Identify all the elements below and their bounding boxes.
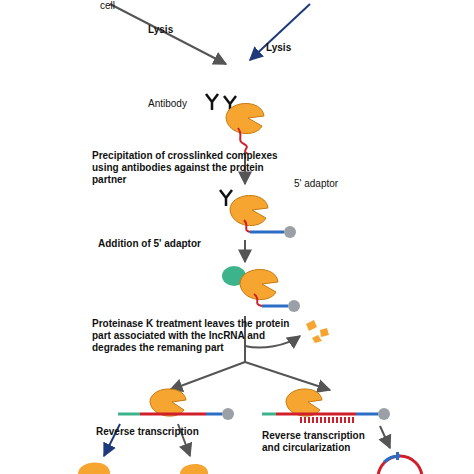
split-arrow xyxy=(170,352,245,390)
lysis-arrow xyxy=(110,4,226,64)
protein-rna-complex xyxy=(226,103,264,154)
step-arrow xyxy=(380,426,390,448)
protein-rna-complex xyxy=(118,389,234,420)
protein-rna-complex xyxy=(222,266,300,312)
lysis-arrow xyxy=(250,4,310,60)
step-label: Reverse transcription and circularizatio… xyxy=(262,430,372,454)
step-label: Proteinase K treatment leaves the protei… xyxy=(92,318,292,354)
step-label: Precipitation of crosslinked complexes u… xyxy=(92,150,292,186)
protein-rna-complex xyxy=(220,190,296,238)
protein-fragments xyxy=(306,320,329,343)
step-label: Reverse transcription xyxy=(96,426,216,438)
part-label: cell xyxy=(100,0,140,12)
split-arrow xyxy=(245,362,330,390)
protein-rna-complex xyxy=(262,389,390,423)
step-arrow xyxy=(244,240,246,262)
bottom-products xyxy=(78,452,422,474)
part-label: 5' adaptor xyxy=(294,178,364,190)
step-label: Lysis xyxy=(148,24,188,36)
step-label: Addition of 5' adaptor xyxy=(98,238,238,250)
step-label: Lysis xyxy=(266,42,306,54)
part-label: Antibody xyxy=(148,98,204,110)
